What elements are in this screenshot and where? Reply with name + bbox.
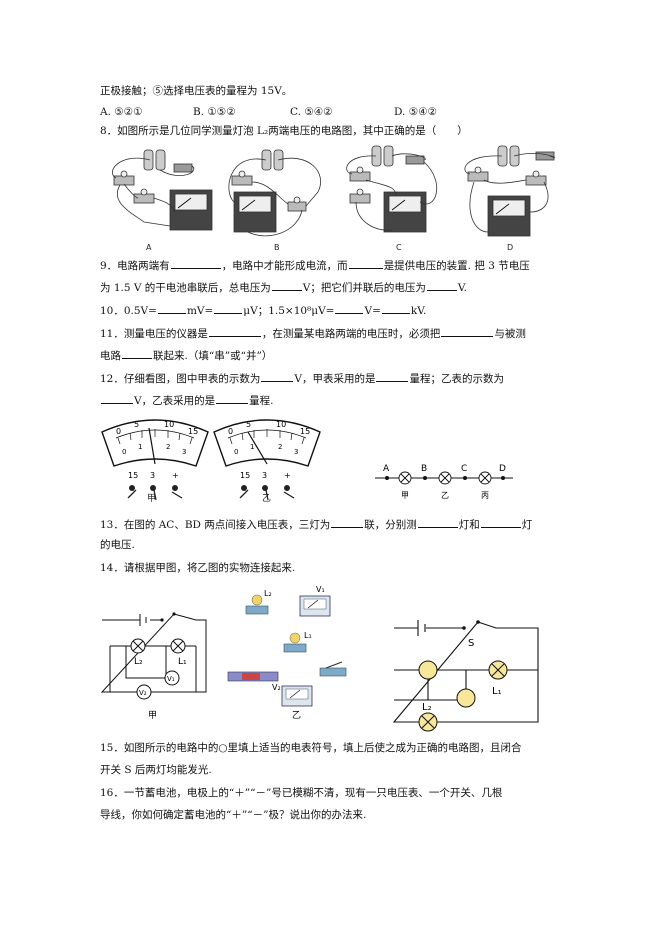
yi-scale-top-10: 10 <box>276 420 286 429</box>
q8-label-a: A <box>146 243 152 252</box>
q11-line-2: 电路联起来.（填“串”或“并”） <box>100 347 272 363</box>
lamp-jia-label: 甲 <box>401 491 409 500</box>
q8-label-d: D <box>507 243 514 252</box>
lamp-l1-component: L₁ <box>283 631 312 653</box>
q13-line-2: 的电压. <box>100 539 135 551</box>
q7-tail: 正极接触；⑤选择电压表的量程为 15V。 <box>100 85 293 97</box>
yi-scale-top-0: 0 <box>228 427 233 436</box>
jia-terminal-3: 3 <box>150 471 155 480</box>
jia-scale-bottom-3: 3 <box>182 448 186 456</box>
node-c: C <box>461 464 467 474</box>
jia-scale-top-15: 15 <box>188 427 198 436</box>
yi-scale-bottom-1: 1 <box>250 443 254 451</box>
jia-scale-bottom-2: 2 <box>166 443 170 451</box>
q7-option-b: B. ①⑤② <box>193 106 236 118</box>
q8-circuit-figures <box>112 145 555 237</box>
circuit-photo-b <box>228 149 321 237</box>
q16-line-1: 16．一节蓄电池，电极上的“＋”“－”号已模糊不清，现有一只电压表、一个开关、几… <box>100 787 503 799</box>
yi-figure-label: 乙 <box>292 710 301 721</box>
q11-line-1: 11．测量电压的仪器是，在测量某电路两端的电压时，必须把与被测 <box>100 325 526 341</box>
yi-scale-top-15: 15 <box>300 427 310 436</box>
jia-scale-top-5: 5 <box>134 420 139 429</box>
physical-components-yi: L₂ V₁ L₁ V₂ 乙 <box>227 585 347 721</box>
node-b: B <box>421 464 427 474</box>
voltmeter-jia-figure: 0 5 10 15 0 1 2 3 15 3 + <box>101 419 209 501</box>
yi-terminal-3: 3 <box>262 471 267 480</box>
q12-line-2: V，乙表采用的是量程. <box>100 392 273 408</box>
jia-scale-bottom-0: 0 <box>122 448 126 456</box>
voltmeter-v2-component: V₂ <box>272 683 313 707</box>
node-a: A <box>383 464 390 474</box>
q14-question: 14．请根据甲图，将乙图的实物连接起来. <box>100 562 296 574</box>
jia-scale-top-0: 0 <box>116 427 121 436</box>
q10-line: 10．0.5V=mV=μV；1.5×10⁸μV=V=kV. <box>100 302 426 318</box>
q15-label-l1: L₁ <box>492 686 502 697</box>
yi-label-v2: V₂ <box>272 683 281 692</box>
yi-scale-bottom-2: 2 <box>278 443 282 451</box>
node-d: D <box>499 464 506 474</box>
q8-label-b: B <box>274 243 280 252</box>
voltmeter-yi-figure: 0 5 10 15 0 1 2 3 15 3 + <box>213 419 321 501</box>
q8-label-c: C <box>396 243 402 252</box>
circuit-photo-a <box>112 149 213 231</box>
jia-figure-label: 甲 <box>148 710 157 721</box>
circuit-diagram-jia: L₂ L₁ V₁ V₂ 甲 <box>100 612 207 721</box>
q15-label-l2: L₂ <box>422 702 432 713</box>
yi-label-l1: L₁ <box>304 631 312 640</box>
switch-component <box>319 661 347 677</box>
q15-line-2: 开关 S 后两灯均能发光. <box>100 764 212 776</box>
q16-line-2: 导线，你如何确定蓄电池的“＋”“－”极？说出你的办法来. <box>100 809 367 821</box>
battery-component <box>227 671 279 682</box>
q15-label-s: S <box>468 638 474 649</box>
meter-circle-2 <box>456 688 476 708</box>
lamp-bing-label: 丙 <box>481 491 489 500</box>
yi-label-v1: V₁ <box>316 585 325 594</box>
meter-label-yi: 乙 <box>262 494 272 504</box>
meter-circle-1 <box>418 660 438 680</box>
yi-terminal-15: 15 <box>240 471 250 480</box>
series-lamps-figure: A B C D 甲 乙 丙 <box>375 464 513 500</box>
q15-line-1: 15．如图所示的电路中的○里填上适当的电表符号，填上后使之成为正确的电路图，且闭… <box>100 742 522 754</box>
q9-line-1: 9．电路两端有，电路中才能形成电流，而是提供电压的装置. 把 3 节电压 <box>100 257 530 273</box>
q7-option-c: C. ⑤④② <box>290 106 333 118</box>
q7-option-d: D. ⑤④② <box>394 106 437 118</box>
circuit-diagram-q15: S L₁ L₂ <box>392 620 539 732</box>
voltmeter-v1-component: V₁ <box>299 585 331 617</box>
lamp-yi-label: 乙 <box>441 491 449 500</box>
circuit-photo-c <box>346 145 438 233</box>
jia-label-v1: V₁ <box>167 675 175 683</box>
jia-label-v2: V₂ <box>139 689 147 697</box>
q8-question: 8．如图所示是几位同学测量灯泡 L₂两端电压的电路图，其中正确的是（ ） <box>100 125 468 137</box>
jia-terminal-plus: + <box>172 471 179 480</box>
lamp-l2-component: L₂ <box>245 589 272 615</box>
jia-terminal-15: 15 <box>128 471 138 480</box>
jia-scale-top-10: 10 <box>164 420 174 429</box>
q13-line-1: 13．在图的 AC、BD 两点间接入电压表，三灯为联，分别测灯和灯 <box>100 516 532 532</box>
jia-scale-bottom-1: 1 <box>138 443 142 451</box>
yi-terminal-plus: + <box>284 471 291 480</box>
meter-label-jia: 甲 <box>147 494 157 504</box>
q7-option-a: A. ⑤②① <box>100 106 143 118</box>
yi-scale-bottom-3: 3 <box>294 448 298 456</box>
yi-label-l2: L₂ <box>264 589 272 598</box>
yi-scale-top-5: 5 <box>246 420 251 429</box>
jia-label-l1: L₁ <box>178 657 187 667</box>
yi-scale-bottom-0: 0 <box>234 448 238 456</box>
jia-label-l2: L₂ <box>134 657 143 667</box>
circuit-photo-d <box>464 145 555 237</box>
